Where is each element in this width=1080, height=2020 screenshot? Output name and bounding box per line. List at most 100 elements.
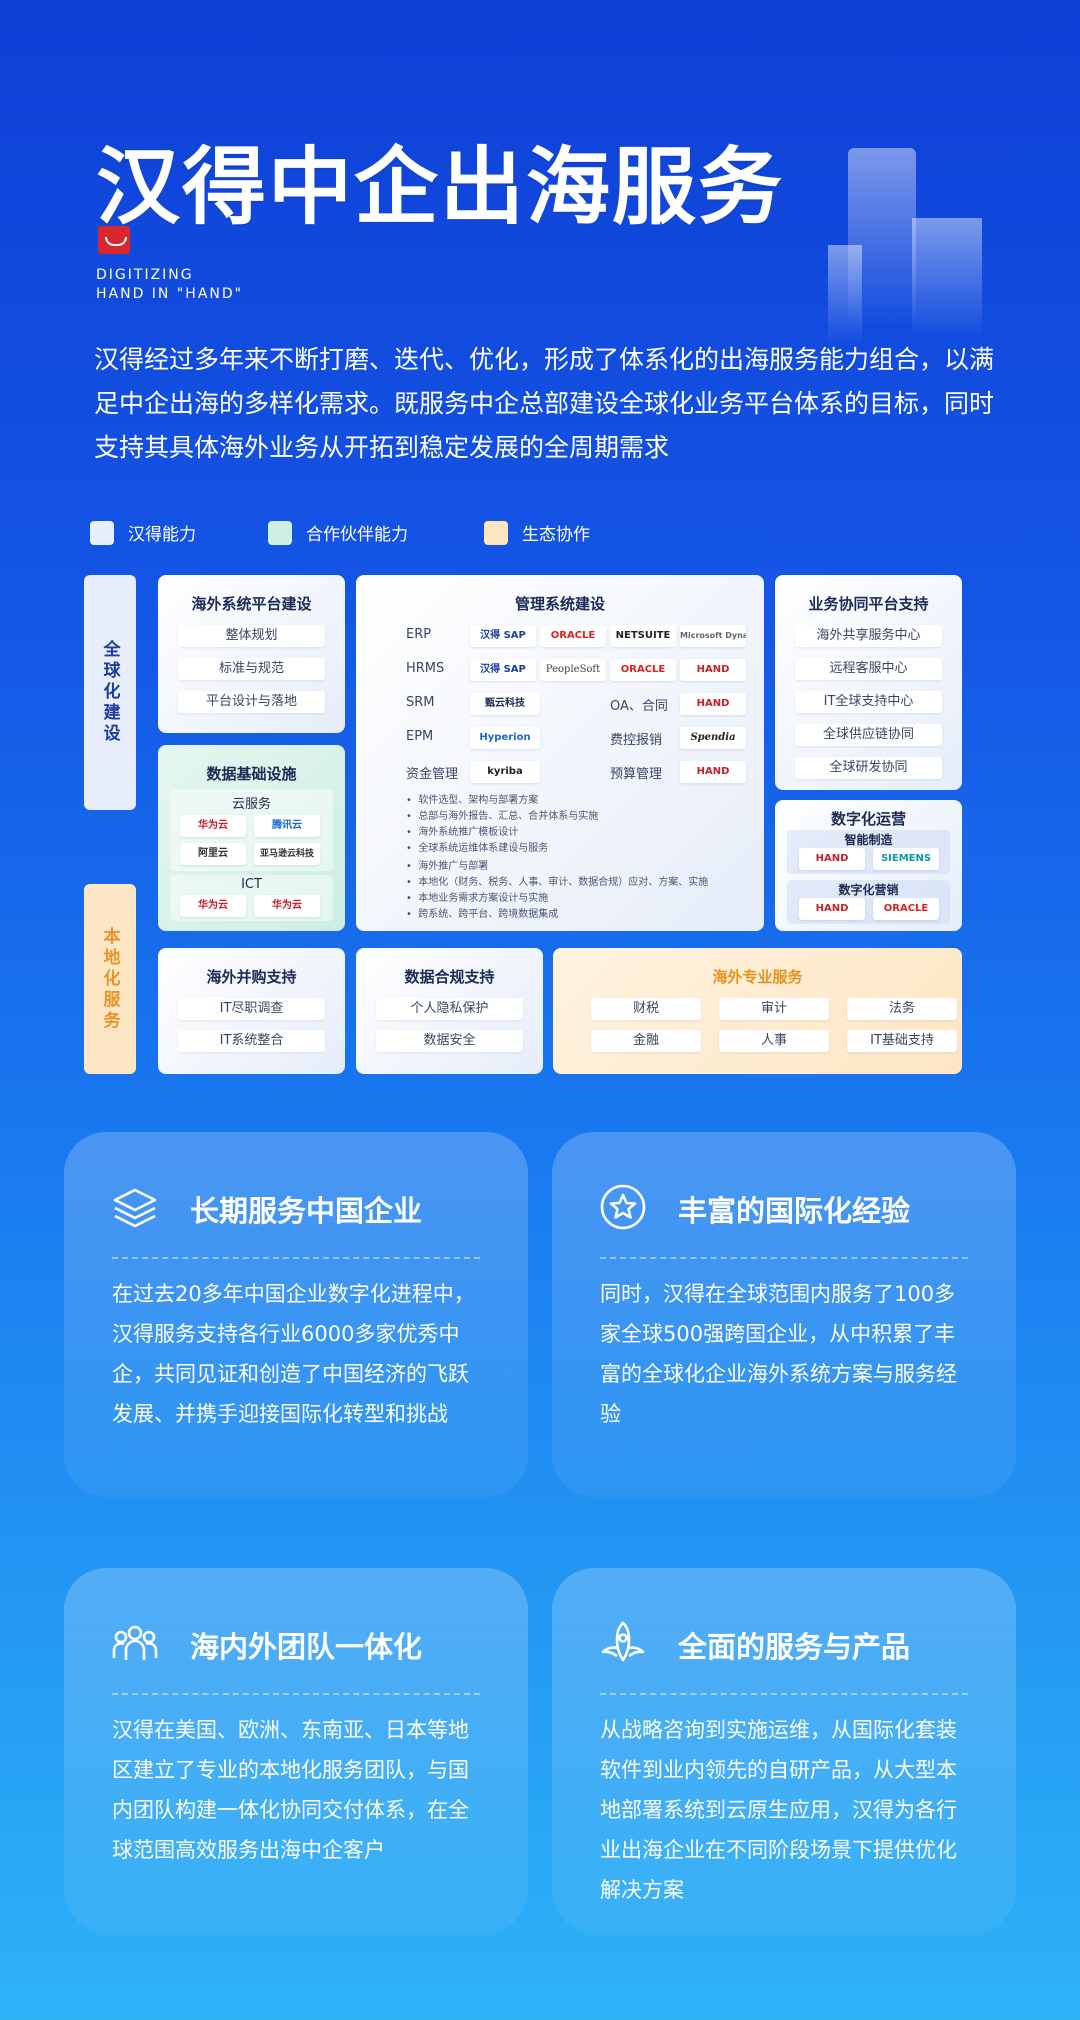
panel-title: 业务协同平台支持 [808, 595, 929, 613]
card-body: 汉得在美国、欧洲、东南亚、日本等地区建立了专业的本地化服务团队，与国内团队构建一… [112, 1718, 469, 1862]
panel-title: 海外并购支持 [206, 968, 297, 986]
service-item: IT尽职调查 [178, 998, 325, 1020]
card-title: 长期服务中国企业 [190, 1194, 423, 1228]
panel-title: 数据合规支持 [404, 968, 495, 986]
card-body: 从战略咨询到实施运维，从国际化套装软件到业内领先的自研产品，从大型本地部署系统到… [600, 1718, 957, 1902]
layers-icon [113, 1188, 157, 1228]
legend-swatch [268, 520, 292, 545]
card-body: 同时，汉得在全球范围内服务了100多家全球500强跨国企业，从中积累了丰富的全球… [600, 1282, 957, 1426]
feature-card: 长期服务中国企业 在过去20多年中国企业数字化进程中，汉得服务支持各行业6000… [64, 1132, 528, 1497]
partner-logo: HAND [799, 848, 865, 870]
cloud-service-box: 云服务 华为云 腾讯云 阿里云 亚马逊云科技 [170, 789, 333, 871]
system-label: HRMS [406, 661, 445, 676]
system-label: EPM [406, 729, 434, 744]
digital-mkt-box: 数字化营销 HAND ORACLE [787, 880, 950, 924]
system-label: SRM [406, 695, 435, 710]
system-label: ERP [406, 627, 432, 642]
feature-card: 海内外团队一体化 汉得在美国、欧洲、东南亚、日本等地区建立了专业的本地化服务团队… [64, 1568, 528, 1933]
feature-card: 丰富的国际化经验 同时，汉得在全球范围内服务了100多家全球500强跨国企业，从… [552, 1132, 1016, 1497]
service-item: 金融 [591, 1030, 701, 1052]
legend-item: 生态协作 [484, 520, 590, 545]
partner-logo: HAND [680, 659, 746, 681]
service-item: 全球供应链协同 [795, 724, 942, 746]
panel-title: 管理系统建设 [514, 595, 605, 613]
card-divider [600, 1257, 968, 1259]
panel-title: 海外专业服务 [712, 968, 803, 986]
panel-title: 数据基础设施 [206, 765, 297, 783]
partner-logo: 汉得 SAP [470, 659, 536, 681]
panel-title: 海外系统平台建设 [191, 595, 312, 613]
feature-card: 全面的服务与产品 从战略咨询到实施运维，从国际化套装软件到业内领先的自研产品，从… [552, 1568, 1016, 1933]
building-decoration [912, 218, 982, 338]
hand-logo-icon [98, 226, 130, 254]
card-title: 丰富的国际化经验 [678, 1194, 911, 1228]
partner-logo: 华为云 [180, 815, 246, 837]
system-label: 费控报销 [610, 733, 663, 748]
partner-logo: ORACLE [610, 659, 676, 681]
partner-logo: HAND [680, 761, 746, 783]
mgmt-system-panel: 管理系统建设 ERP 汉得 SAP ORACLE NETSUITE Micros… [356, 575, 764, 931]
partner-logo: ORACLE [540, 625, 606, 647]
legend-swatch [484, 520, 508, 545]
service-item: IT全球支持中心 [795, 691, 942, 713]
side-label-global: 全球化建设 [84, 575, 136, 810]
panel-title: 数字化运营 [830, 810, 906, 828]
service-item: 审计 [719, 998, 829, 1020]
partner-logo: 亚马逊云科技 [254, 843, 320, 865]
service-item: 个人隐私保护 [376, 998, 523, 1020]
overseas-platform-panel: 海外系统平台建设 整体规划 标准与规范 平台设计与落地 [158, 575, 345, 733]
partner-logo: kyriba [470, 761, 540, 783]
card-body: 在过去20多年中国企业数字化进程中，汉得服务支持各行业6000多家优秀中企，共同… [112, 1282, 475, 1426]
partner-logo: ORACLE [873, 898, 939, 920]
data-infra-panel: 数据基础设施 云服务 华为云 腾讯云 阿里云 亚马逊云科技 ICT 华为云 华为… [158, 745, 345, 931]
service-item: 标准与规范 [178, 658, 325, 680]
system-label: 资金管理 [406, 767, 459, 782]
smart-mfg-box: 智能制造 HAND SIEMENS [787, 830, 950, 874]
mgmt-bullets-a: • 软件选型、架构与部署方案 • 总部与海外报告、汇总、合并体系与实施 • 海外… [406, 795, 599, 854]
service-item: 海外共享服务中心 [795, 625, 942, 647]
pro-services-panel: 海外专业服务 财税 审计 法务 金融 人事 IT基础支持 [553, 948, 962, 1074]
partner-logo: PeopleSoft [540, 659, 606, 681]
legend-item: 汉得能力 [90, 520, 196, 545]
service-item: IT基础支持 [847, 1030, 957, 1052]
compliance-panel: 数据合规支持 个人隐私保护 数据安全 [356, 948, 543, 1074]
legend-swatch [90, 520, 114, 545]
service-item: 人事 [719, 1030, 829, 1052]
digital-ops-panel: 数字化运营 智能制造 HAND SIEMENS 数字化营销 HAND ORACL… [775, 800, 962, 931]
mgmt-bullets-b: • 海外推广与部署 • 本地化（财务、税务、人事、审计、数据合规）应对、方案、实… [406, 861, 709, 920]
partner-logo: 华为云 [180, 895, 246, 917]
partner-logo: SIEMENS [873, 848, 939, 870]
building-decoration [848, 148, 916, 328]
page-title: 汉得中企出海服务 [96, 138, 785, 236]
partner-logo: 华为云 [254, 895, 320, 917]
system-label: OA、合同 [610, 699, 668, 714]
ict-box: ICT 华为云 华为云 [170, 875, 333, 921]
card-title: 全面的服务与产品 [678, 1630, 911, 1664]
partner-logo: 阿里云 [180, 843, 246, 865]
service-item: 平台设计与落地 [178, 691, 325, 713]
partner-logo: 腾讯云 [254, 815, 320, 837]
partner-logo: HAND [680, 693, 746, 715]
biz-collab-panel: 业务协同平台支持 海外共享服务中心 远程客服中心 IT全球支持中心 全球供应链协… [775, 575, 962, 790]
service-item: 财税 [591, 998, 701, 1020]
card-divider [112, 1257, 480, 1259]
ma-panel: 海外并购支持 IT尽职调查 IT系统整合 [158, 948, 345, 1074]
star-icon [600, 1184, 646, 1230]
service-item: 远程客服中心 [795, 658, 942, 680]
service-item: 整体规划 [178, 625, 325, 647]
card-title: 海内外团队一体化 [190, 1630, 423, 1664]
service-item: 法务 [847, 998, 957, 1020]
service-item: 数据安全 [376, 1030, 523, 1052]
team-icon [112, 1625, 158, 1660]
service-item: 全球研发协同 [795, 757, 942, 779]
partner-logo: 汉得 SAP [470, 625, 536, 647]
legend-item: 合作伙伴能力 [268, 520, 408, 545]
partner-logo: Microsoft Dynamics [680, 625, 746, 647]
intro-text: 汉得经过多年来不断打磨、迭代、优化，形成了体系化的出海服务能力组合，以满足中企出… [94, 345, 995, 462]
building-decoration [828, 245, 862, 345]
partner-logo: Hyperion [470, 727, 540, 749]
partner-logo: Spendia [680, 727, 746, 749]
card-divider [600, 1693, 968, 1695]
service-item: IT系统整合 [178, 1030, 325, 1052]
